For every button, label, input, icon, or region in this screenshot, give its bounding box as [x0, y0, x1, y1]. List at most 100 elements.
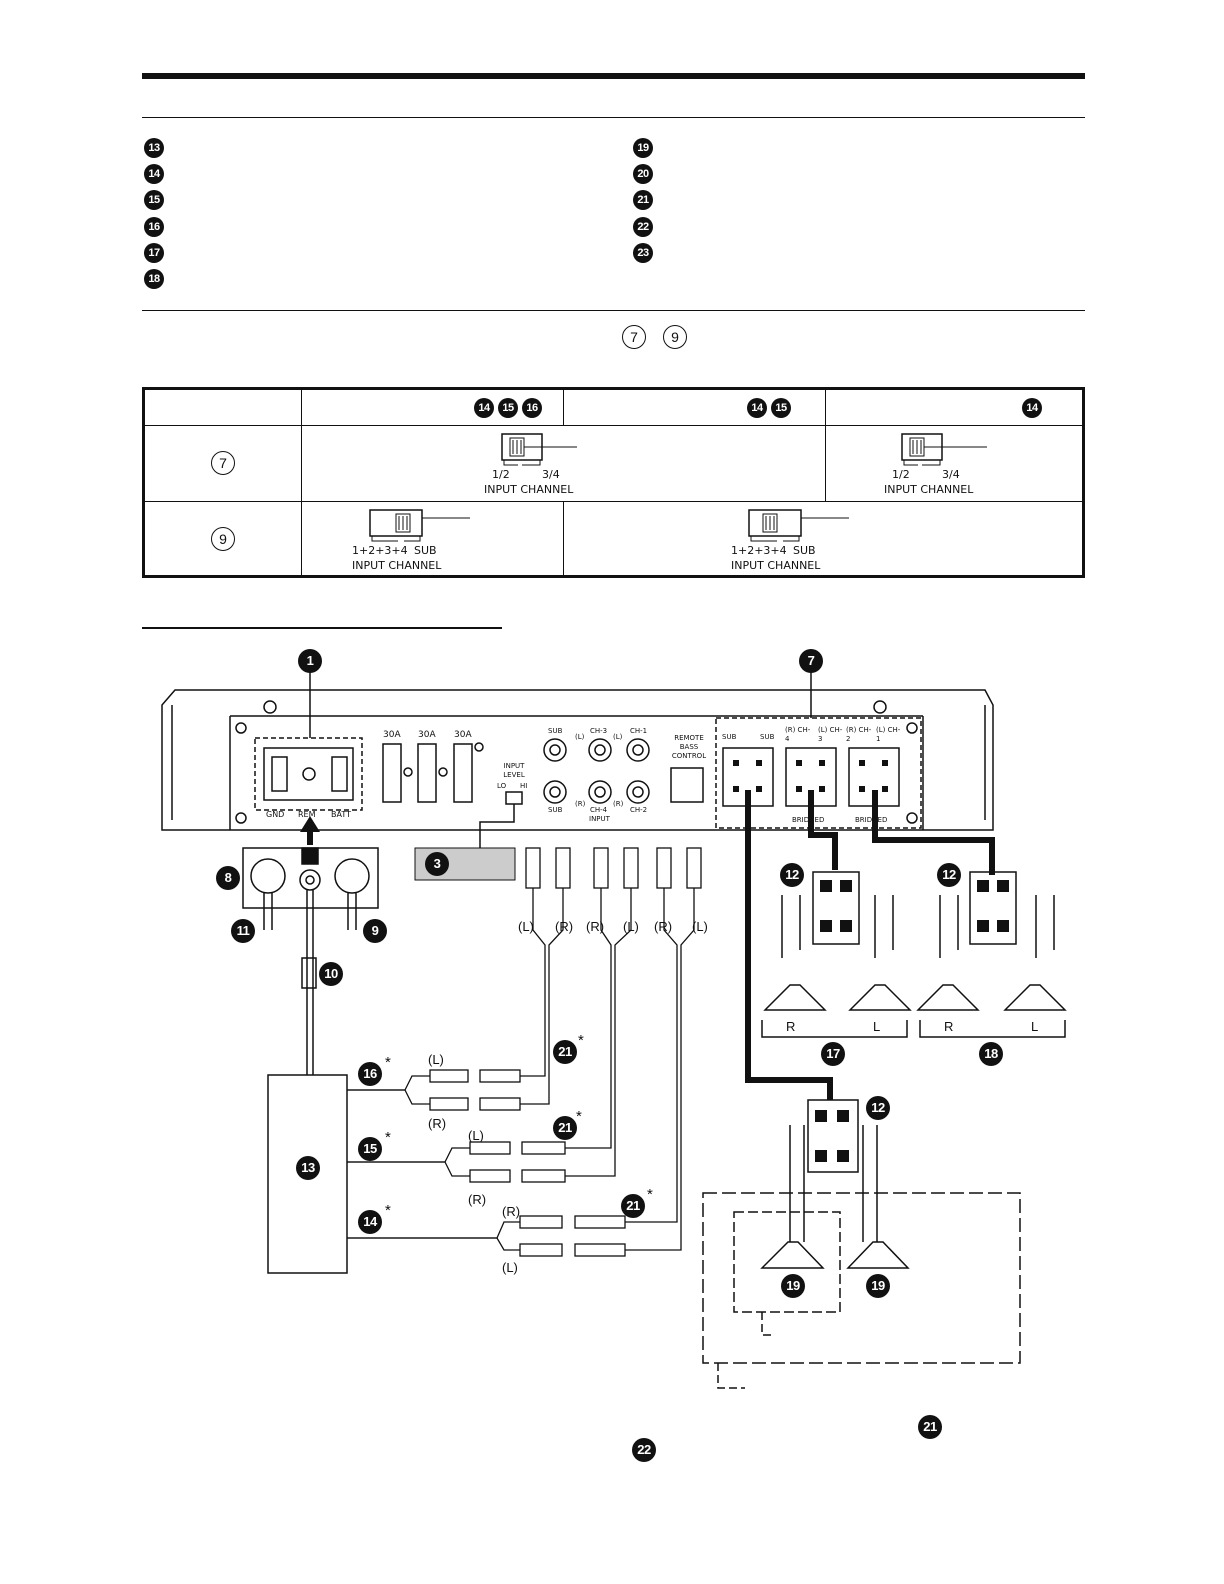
ref-21a: 21 [553, 1040, 577, 1064]
ref-10: 10 [319, 962, 343, 986]
rca-ch2-bottom: CH-2 [630, 806, 648, 814]
ref-19a: 19 [781, 1274, 805, 1298]
switch-1-caption: INPUT CHANNEL [484, 483, 574, 496]
switch-2-label-a: 1+2+3+4 [352, 544, 408, 557]
table-header-col4: 14 [825, 388, 1084, 426]
legend-item-15: 15 [144, 190, 164, 210]
top-thick-rule [142, 73, 1085, 79]
switch-2-cell: 1+2+3+4 SUB INPUT CHANNEL [301, 501, 564, 577]
rem-label: REM [298, 810, 316, 819]
ref-16: 16 [358, 1062, 382, 1086]
fuse-label-1: 30A [383, 730, 401, 740]
hi-label: HI [520, 782, 528, 790]
cable-label-l1: (L) [518, 919, 534, 934]
ref-7: 7 [799, 649, 823, 673]
ref-12b: 12 [937, 863, 961, 887]
switch-2-label-b: SUB [414, 544, 437, 557]
row-label-9: 9 [143, 501, 302, 577]
row-label-7: 7 [143, 425, 302, 502]
top-thin-rule [142, 117, 1085, 118]
unit-label-l2: (L) [468, 1128, 484, 1143]
asterisk: * [576, 1108, 582, 1125]
slide-switch-icon [748, 509, 849, 542]
legend-item-19: 19 [633, 138, 653, 158]
switch-1b-label-b: 3/4 [942, 468, 960, 481]
asterisk: * [385, 1129, 391, 1146]
batt-label: BATT [331, 810, 351, 819]
cable-label-l2: (L) [623, 919, 639, 934]
switch-1-label-b: 3/4 [542, 468, 560, 481]
ref-8: 8 [216, 866, 240, 890]
switch-1b-caption: INPUT CHANNEL [884, 483, 974, 496]
rca-r-1: (R) [575, 800, 586, 808]
ref-18: 18 [979, 1042, 1003, 1066]
switch-1-cell: 1/2 3/4 INPUT CHANNEL [301, 425, 826, 502]
note-ref-7: 7 [622, 325, 646, 349]
switch-2b-cell: 1+2+3+4 SUB INPUT CHANNEL [563, 501, 1084, 577]
rca-sub-top: SUB [548, 727, 563, 735]
ref-badge: 15 [498, 398, 518, 418]
ref-badge: 14 [1022, 398, 1042, 418]
ref-9: 9 [363, 919, 387, 943]
rca-sub-bottom: SUB [548, 806, 563, 814]
legend-item-20: 20 [633, 164, 653, 184]
switch-1b-label-a: 1/2 [892, 468, 910, 481]
rca-l-2: (L) [613, 733, 623, 741]
ref-1: 1 [298, 649, 322, 673]
unit-label-r1: (R) [428, 1116, 447, 1131]
spk-label-ch3: (L) CH-3 [818, 726, 843, 743]
table-header-blank [143, 388, 302, 426]
ref-badge: 16 [522, 398, 542, 418]
slide-switch-icon [369, 509, 470, 542]
ref-badge: 15 [771, 398, 791, 418]
rca-ch3-top: CH-3 [590, 727, 608, 735]
legend-item-14: 14 [144, 164, 164, 184]
spk-label-sub1: SUB [722, 733, 737, 741]
ref-21c: 21 [621, 1194, 645, 1218]
asterisk: * [647, 1186, 653, 1203]
cable-label-r1: (R) [555, 919, 574, 934]
ref-badge: 14 [747, 398, 767, 418]
table-header-col3: 14 15 [563, 388, 826, 426]
switch-1b-cell: 1/2 3/4 INPUT CHANNEL [825, 425, 1084, 502]
fuse-label-3: 30A [454, 730, 472, 740]
switch-settings-table: 14 15 16 14 15 14 7 1/2 3/4 INPUT CHANNE… [142, 387, 1085, 578]
ref-22-note: 22 [632, 1438, 656, 1462]
legend-item-22: 22 [633, 217, 653, 237]
row-ref-7: 7 [211, 451, 235, 475]
switch-2b-label-a: 1+2+3+4 [731, 544, 787, 557]
section-underline [142, 627, 502, 629]
legend-item-16: 16 [144, 217, 164, 237]
cable-label-r3: (R) [654, 919, 673, 934]
ref-19b: 19 [866, 1274, 890, 1298]
ref-17: 17 [821, 1042, 845, 1066]
ref-13: 13 [296, 1156, 320, 1180]
gnd-label: GND [266, 810, 285, 819]
remote-bass-label: REMOTE BASS CONTROL [671, 734, 707, 760]
input-label: INPUT [589, 815, 610, 823]
spk-label-ch1: (L) CH-1 [876, 726, 901, 743]
unit-label-l1: (L) [428, 1052, 444, 1067]
ref-badge: 14 [474, 398, 494, 418]
ref-21-note: 21 [918, 1415, 942, 1439]
ref-3: 3 [425, 852, 449, 876]
asterisk: * [385, 1202, 391, 1219]
ref-21b: 21 [553, 1116, 577, 1140]
legend-item-21: 21 [633, 190, 653, 210]
wiring-diagram [161, 672, 1067, 1389]
switch-2-caption: INPUT CHANNEL [352, 559, 442, 572]
mid-rule [142, 310, 1085, 311]
legend-item-23: 23 [633, 243, 653, 263]
note-ref-9: 9 [663, 325, 687, 349]
cable-label-r2: (R) [586, 919, 605, 934]
cable-label-l3: (L) [692, 919, 708, 934]
front-r-label: R [786, 1019, 796, 1034]
bridged-label-1: BRIDGED [792, 816, 825, 824]
rca-r-2: (R) [613, 800, 624, 808]
rear-r-label: R [944, 1019, 954, 1034]
asterisk: * [578, 1032, 584, 1049]
ref-14: 14 [358, 1210, 382, 1234]
unit-label-r2: (R) [468, 1192, 487, 1207]
switch-2b-label-b: SUB [793, 544, 816, 557]
switch-1-label-a: 1/2 [492, 468, 510, 481]
